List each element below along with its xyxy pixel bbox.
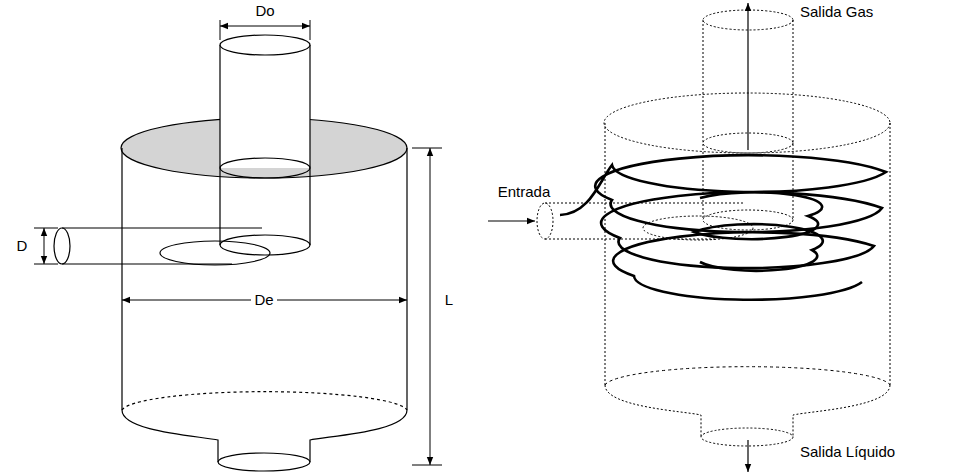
flow-label: Salida Líquido	[800, 444, 895, 461]
cyclone-drawing	[54, 35, 407, 471]
inlet-arrow	[488, 220, 535, 221]
flow-label: Entrada	[498, 184, 551, 201]
dimension-tick	[220, 20, 310, 40]
cyclone-outline-dotted	[537, 10, 890, 446]
inner-vortex	[694, 192, 823, 271]
dimension-line	[44, 228, 45, 264]
dimension-tick	[412, 148, 442, 465]
gas-outlet-arrow	[747, 3, 748, 150]
dimension-tick	[34, 228, 58, 264]
vortex-spiral	[560, 155, 886, 300]
liquid-outlet-arrow	[747, 440, 748, 472]
dimension-label: Do	[255, 3, 274, 20]
flow-label: Salida Gas	[800, 4, 873, 21]
dimension-label: L	[445, 292, 453, 309]
dimension-label: D	[17, 238, 28, 255]
dimension-line	[430, 148, 431, 465]
dimension-line	[220, 26, 310, 27]
dimension-label: De	[251, 292, 276, 309]
